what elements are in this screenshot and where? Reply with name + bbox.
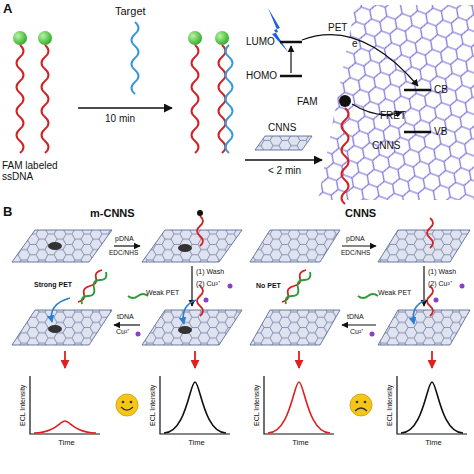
text-label: Strong PET (34, 281, 72, 289)
label-dot (197, 210, 203, 216)
text-label: m-CNNS (90, 207, 135, 219)
target-strands (132, 22, 233, 153)
probe-dna (78, 216, 433, 316)
text-label: Target (115, 5, 146, 17)
axis-title-y: ECL Intensity (149, 376, 156, 434)
text-label: Weak PET (146, 289, 179, 297)
text-label: HOMO (246, 70, 277, 81)
text-label: B (3, 205, 12, 219)
energy-diagram (268, 8, 431, 132)
axis-title-x: Time (30, 438, 103, 447)
text-label: EDC/NHS (341, 249, 370, 256)
pet-arrows (51, 298, 426, 324)
text-label: tDNA (347, 313, 364, 321)
ecl-plot: ECL IntensityTime (252, 372, 337, 447)
axis-title-x: Time (264, 438, 337, 447)
text-label: CNNS (345, 207, 376, 219)
text-label: A (3, 2, 12, 16)
text-label: (1) Wash (428, 268, 456, 276)
text-label: 10 min (105, 113, 135, 124)
axis-title-y: ECL Intensity (253, 376, 260, 434)
result-arrows (65, 351, 432, 368)
ecl-plot: ECL IntensityTime (385, 372, 470, 447)
text-label: Weak PET (378, 289, 411, 297)
text-label: Cu²⁺ (116, 328, 129, 336)
plot-axes (30, 376, 467, 434)
text-label: No PET (256, 282, 281, 290)
text-label: pDNA (115, 235, 134, 243)
text-label: CB (434, 84, 448, 95)
smiley-face (116, 394, 138, 416)
text-label: VB (434, 126, 447, 137)
step-arrow (245, 159, 322, 161)
axis-title-x: Time (160, 438, 233, 447)
text-label: (2) Cu²⁺ (196, 280, 220, 288)
axis-title-y: ECL Intensity (386, 376, 393, 434)
text-label: EDC/NHS (109, 249, 138, 256)
text-label: (1) Wash (196, 268, 224, 276)
text-label: (2) Cu²⁺ (428, 280, 452, 288)
step-arrow (78, 107, 172, 109)
text-label: Cu²⁺ (350, 328, 363, 336)
ecl-curves (34, 382, 463, 433)
frown-face (350, 394, 372, 416)
text-label: pDNA (346, 235, 365, 243)
fam-balls (13, 31, 229, 45)
axis-title-x: Time (397, 438, 470, 447)
text-label: FAM labeled ssDNA (2, 160, 72, 182)
text-label: FRET (380, 110, 406, 121)
cu-ions (136, 284, 465, 337)
text-label: e⁻ (352, 38, 361, 49)
ecl-plot: ECL IntensityTime (148, 372, 233, 447)
text-label: tDNA (117, 313, 134, 321)
text-label: < 2 min (268, 165, 301, 176)
axis-title-y: ECL Intensity (19, 376, 26, 434)
ecl-plot: ECL IntensityTime (18, 372, 103, 447)
ssdna-strands (17, 45, 349, 204)
cnns-icon (255, 136, 312, 150)
text-label: LUMO (246, 36, 275, 47)
text-label: FAM (297, 96, 318, 107)
process-arrows (114, 246, 424, 325)
text-label: CNNS (268, 122, 296, 133)
target-dna (82, 272, 378, 304)
text-label: CNNS (372, 140, 400, 151)
text-label: PET (328, 22, 347, 33)
cnns-sheets (12, 230, 470, 345)
